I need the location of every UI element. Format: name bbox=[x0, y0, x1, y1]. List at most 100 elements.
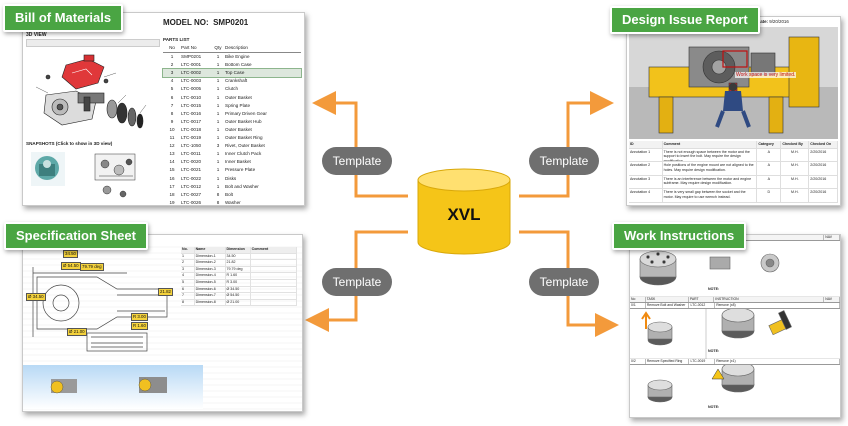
spec-dimension-tag[interactable]: R 1.60 bbox=[131, 322, 148, 330]
bom-cell-qty: 1 bbox=[216, 159, 220, 165]
bom-cell-part: LTC-0010 bbox=[181, 94, 202, 100]
bom-cell-desc: Inner Clutch Pack bbox=[225, 151, 262, 157]
spec-cell-name: Dimension-5 bbox=[195, 279, 226, 286]
template-pill-bom: Template bbox=[322, 147, 392, 175]
design-table-header: ID Comment Category Checked By Checked O… bbox=[629, 141, 838, 149]
work-step2-no: 0/2 bbox=[630, 359, 646, 364]
design-cell-checked-on: 2/20/2016 bbox=[809, 162, 838, 175]
bom-cell-no: 7 bbox=[170, 102, 174, 108]
spec-preview-2[interactable] bbox=[138, 377, 167, 393]
bom-snapshots bbox=[31, 152, 136, 198]
bom-cell-qty: 1 bbox=[216, 183, 220, 189]
bom-cell-no: 6 bbox=[170, 94, 174, 100]
bom-model-value: SMP0201 bbox=[213, 18, 249, 27]
spec-cell-comment bbox=[251, 286, 297, 293]
bom-model-label: MODEL NO: bbox=[163, 18, 209, 27]
spec-cell-comment bbox=[251, 299, 297, 306]
bom-table-row[interactable]: 14 LTC-0020 1 Inner Basket bbox=[163, 158, 301, 166]
worker-figure bbox=[715, 83, 751, 128]
spec-dimension-tag[interactable]: Ø 34.50 bbox=[26, 293, 46, 301]
spec-dimension-tag[interactable]: 79.79 deg bbox=[80, 263, 104, 271]
work-step1-instruction: Remove (x8) bbox=[715, 303, 840, 308]
work-step2-task: Remove Specified Ring bbox=[646, 359, 690, 364]
bom-parts-title: PARTS LIST bbox=[163, 37, 190, 42]
bom-cell-qty: 1 bbox=[216, 62, 220, 68]
bom-cell-no: 5 bbox=[170, 86, 174, 92]
bom-cell-part: LTC-0020 bbox=[181, 159, 202, 165]
bom-cell-no: 14 bbox=[169, 159, 175, 165]
design-col-checked-on: Checked On bbox=[809, 141, 838, 148]
snapshot-thumbnail-1[interactable] bbox=[31, 152, 65, 186]
bom-cell-qty: 1 bbox=[216, 175, 220, 181]
spec-dimension-tag[interactable]: Ø 21.00 bbox=[67, 328, 87, 336]
bom-cell-part: LTC-0027 bbox=[181, 191, 202, 197]
bom-cell-desc: Outer Basket bbox=[225, 126, 252, 132]
bom-cell-desc: Bolt bbox=[225, 191, 233, 197]
bom-cell-desc: Inner Basket bbox=[225, 159, 251, 165]
work-note-1: NOTE: bbox=[708, 287, 720, 291]
spec-dimension-tag[interactable]: 21.82 bbox=[158, 288, 173, 296]
bom-cell-qty: 1 bbox=[216, 151, 220, 157]
design-issue-table: ID Comment Category Checked By Checked O… bbox=[629, 141, 838, 203]
design-cell-comment: Hole positions of the engine mount are n… bbox=[663, 162, 758, 175]
spec-cell-no: 8 bbox=[181, 299, 195, 306]
work-step2-part: LTC-0019 bbox=[689, 359, 716, 364]
bom-cell-part: LTC-0001 bbox=[181, 62, 202, 68]
design-cell-id: Annotation 4 bbox=[629, 189, 663, 202]
work-step-1: No TASK PART INSTRUCTION NAV 0/1 Remove … bbox=[630, 297, 840, 309]
spec-dimension-tag[interactable]: Ø 54.50 bbox=[61, 262, 81, 270]
spec-cell-no: 4 bbox=[181, 273, 195, 279]
bom-col-part: Part No bbox=[181, 45, 197, 50]
spec-cell-name: Dimension-4 bbox=[195, 273, 226, 279]
bom-3d-view[interactable] bbox=[26, 47, 158, 139]
bom-cell-qty: 1 bbox=[216, 78, 220, 84]
design-cell-category: A bbox=[757, 148, 782, 162]
spec-table-header: No. Name Dimension Comment bbox=[181, 247, 297, 254]
bom-cell-qty: 1 bbox=[216, 135, 220, 141]
spec-label: Specification Sheet bbox=[4, 222, 148, 250]
spec-col-no: No. bbox=[181, 247, 195, 253]
bom-cell-no: 16 bbox=[169, 175, 175, 181]
bom-viewer-toolbar[interactable] bbox=[26, 39, 160, 47]
spec-cell-dimension: R 1.60 bbox=[226, 273, 251, 279]
bom-cell-qty: 1 bbox=[216, 102, 220, 108]
bom-cell-qty: 8 bbox=[216, 199, 220, 205]
spec-dimension-tag[interactable]: 34.50 bbox=[63, 250, 78, 258]
work-step1-part: LTC-0012 bbox=[689, 303, 716, 308]
bom-cell-no: 17 bbox=[169, 183, 175, 189]
work-step1-col-no: No bbox=[630, 297, 646, 302]
spec-preview-1[interactable] bbox=[50, 379, 77, 394]
bom-cell-desc: Primary Driven Gear bbox=[225, 110, 267, 116]
spec-cell-no: 7 bbox=[181, 293, 195, 299]
spec-col-name: Name bbox=[195, 247, 226, 253]
snapshot-thumbnail-2[interactable] bbox=[94, 153, 136, 198]
bom-cell-qty: 1 bbox=[216, 70, 220, 76]
spec-dimension-tag[interactable]: R 3.00 bbox=[131, 313, 148, 321]
